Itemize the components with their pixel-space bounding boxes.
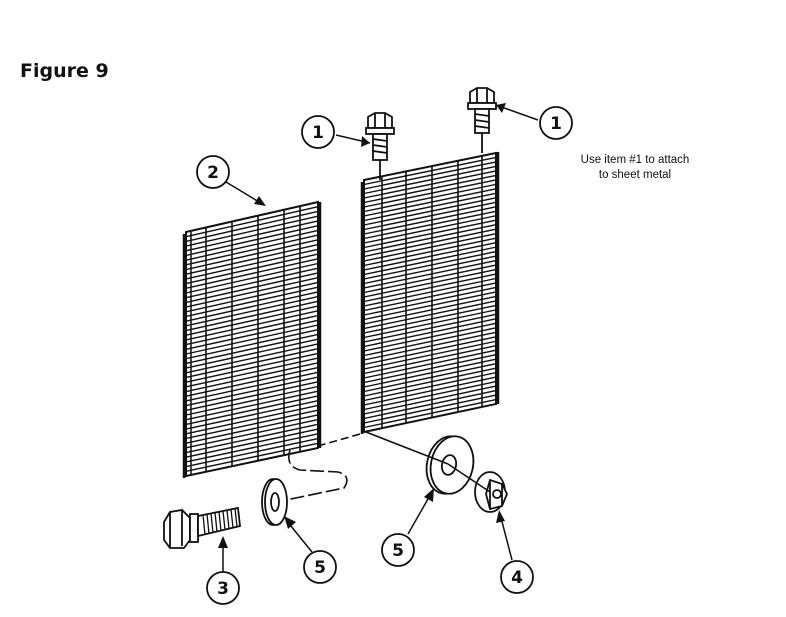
washer-left xyxy=(261,478,288,526)
callout-number: 4 xyxy=(511,568,523,588)
callout-number: 2 xyxy=(207,163,219,183)
flange-nut xyxy=(474,471,508,513)
callout-number: 3 xyxy=(217,579,229,599)
callout-screw-left: 1 xyxy=(301,115,371,149)
callout-number: 5 xyxy=(314,558,326,578)
callout-bolt: 3 xyxy=(206,536,240,605)
attach-note: Use item #1 to attach to sheet metal xyxy=(560,153,710,183)
callout-number: 1 xyxy=(550,114,562,134)
left-grill-panel xyxy=(182,200,322,478)
right-panel-fins xyxy=(363,156,497,429)
right-grill-panel xyxy=(360,151,500,434)
left-panel-fins xyxy=(185,206,319,472)
screw-left xyxy=(365,112,395,180)
callout-washer-right: 5 xyxy=(381,488,434,567)
screw-right xyxy=(467,87,497,153)
callout-washer-left: 5 xyxy=(284,516,337,584)
callout-nut: 4 xyxy=(496,510,534,594)
left-panel-wires xyxy=(205,206,301,472)
attach-note-line-2: to sheet metal xyxy=(598,169,672,181)
assembly-lines xyxy=(285,431,491,501)
bolt-threads xyxy=(202,508,238,535)
hex-bolt xyxy=(163,506,241,549)
callout-grill-panel: 2 xyxy=(196,155,266,206)
figure-title: Figure 9 xyxy=(20,60,109,82)
attach-note-line-1: Use item #1 to attach xyxy=(580,154,690,166)
callout-screw-right: 1 xyxy=(495,103,573,140)
right-panel-wires xyxy=(381,155,483,429)
washer-right xyxy=(425,435,475,495)
callout-number: 1 xyxy=(312,123,324,143)
callout-number: 5 xyxy=(392,541,404,561)
